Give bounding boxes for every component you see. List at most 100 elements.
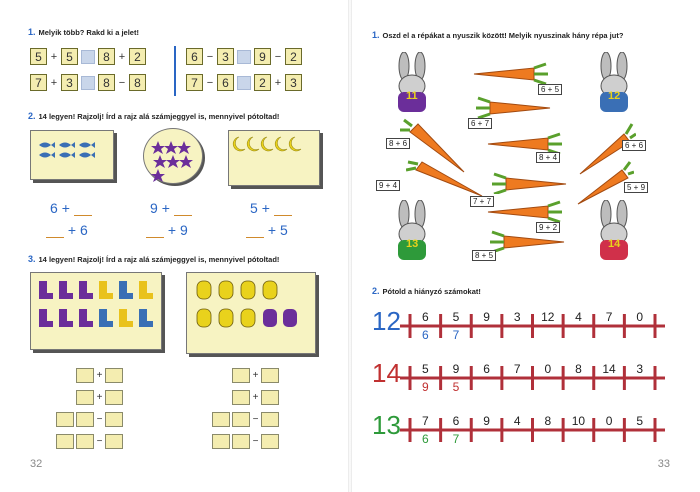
equation-bottom-2: + 9	[146, 222, 188, 238]
page-number-left: 32	[30, 458, 43, 470]
drawing-box-socks[interactable]	[30, 272, 162, 350]
carrot-tag: 8 + 6	[386, 138, 411, 149]
top-value: 3	[636, 362, 644, 376]
answer-blank[interactable]	[46, 226, 64, 238]
compare-row-1: 5 + 5 8 + 2	[30, 48, 146, 65]
rabbit-icon	[398, 52, 426, 112]
vertical-divider	[174, 46, 176, 96]
eq-operator: +	[267, 222, 277, 238]
carrot-icon	[473, 62, 548, 84]
answer-box[interactable]	[76, 368, 94, 383]
right-page: 1.Oszd el a répákat a nyuszik között! Me…	[350, 0, 700, 492]
operator: +	[118, 50, 126, 63]
drawing-box-moons[interactable]	[228, 130, 320, 186]
page-number-right: 33	[657, 458, 670, 470]
operator: −	[252, 436, 259, 447]
number-box: 8	[98, 74, 115, 91]
answer-box[interactable]	[76, 412, 94, 427]
operator: +	[96, 392, 103, 403]
top-value: 5	[421, 362, 429, 376]
answer-box[interactable]	[105, 434, 123, 449]
solved-value: 6	[421, 432, 429, 446]
answer-box[interactable]	[81, 49, 95, 64]
glove-icons	[196, 280, 297, 328]
number-box: 2	[285, 48, 302, 65]
answer-box[interactable]	[232, 412, 250, 427]
rabbit-number-2: 12	[608, 90, 621, 102]
rabbit-icon	[600, 52, 628, 112]
answer-box[interactable]	[212, 412, 230, 427]
answer-box[interactable]	[105, 412, 123, 427]
answer-box[interactable]	[261, 368, 279, 383]
top-value: 7	[605, 310, 613, 324]
answer-blank[interactable]	[173, 204, 192, 216]
eq-operator: +	[167, 222, 177, 238]
carrot-tag: 6 + 5	[538, 84, 563, 95]
answer-box[interactable]	[76, 390, 94, 405]
drawing-box-fish[interactable]	[30, 130, 114, 180]
eq-number: 6	[50, 200, 58, 216]
answer-box[interactable]	[56, 412, 74, 427]
right-task1-title: 1.Oszd el a répákat a nyuszik között! Me…	[372, 30, 623, 40]
task-text: 14 legyen! Rajzolj! Írd a rajz alá számj…	[38, 112, 280, 121]
number-box: 7	[30, 74, 47, 91]
number-box: 6	[186, 48, 203, 65]
number-box: 2	[129, 48, 146, 65]
task3-title: 3.14 legyen! Rajzolj! Írd a rajz alá szá…	[28, 254, 279, 264]
rabbit-number-4: 14	[608, 238, 621, 250]
number-box: 2	[254, 74, 271, 91]
answer-box[interactable]	[261, 390, 279, 405]
answer-box[interactable]	[212, 434, 230, 449]
top-value: 8	[575, 362, 582, 376]
top-value: 4	[513, 414, 521, 428]
equation-top-2: 9 +	[150, 200, 192, 216]
answer-box[interactable]	[81, 75, 95, 90]
answer-blank[interactable]	[73, 204, 92, 216]
answer-box[interactable]	[232, 390, 250, 405]
answer-blank[interactable]	[246, 226, 264, 238]
number-box: 3	[61, 74, 78, 91]
drawing-box-gloves[interactable]	[186, 272, 316, 354]
fish-icons	[39, 142, 95, 158]
answer-box[interactable]	[105, 368, 123, 383]
carrot-icon	[487, 200, 562, 222]
compare-row-1b: 6 − 3 9 − 2	[186, 48, 302, 65]
drawing-circle-stars[interactable]	[143, 128, 203, 184]
task-number: 1.	[372, 30, 380, 40]
top-value: 3	[513, 310, 521, 324]
carrot-icon	[490, 230, 565, 252]
answer-box[interactable]	[237, 49, 251, 64]
answer-box[interactable]	[105, 390, 123, 405]
answer-box[interactable]	[261, 412, 279, 427]
carrot-tag: 6 + 7	[468, 118, 493, 129]
top-value: 9	[483, 414, 490, 428]
task2-title: 2.14 legyen! Rajzolj! Írd a rajz alá szá…	[28, 111, 279, 121]
answer-box[interactable]	[261, 434, 279, 449]
answer-box[interactable]	[237, 75, 251, 90]
eq-number: 6	[79, 222, 88, 238]
eq-number: 9	[150, 200, 158, 216]
answer-box[interactable]	[56, 434, 74, 449]
operator: −	[96, 436, 103, 447]
solved-value: 7	[452, 432, 460, 446]
carrot-tag: 9 + 4	[376, 180, 401, 191]
answer-blank[interactable]	[146, 226, 164, 238]
top-value: 7	[513, 362, 521, 376]
task-number: 1.	[28, 27, 36, 37]
solved-value: 6	[421, 328, 429, 342]
eq-operator: +	[67, 222, 77, 238]
answer-box[interactable]	[76, 434, 94, 449]
operator: +	[50, 50, 58, 63]
rabbit-number-3: 13	[406, 238, 419, 250]
answer-box[interactable]	[232, 368, 250, 383]
top-value: 0	[636, 310, 644, 324]
answer-box[interactable]	[232, 434, 250, 449]
target-number: 12	[372, 306, 401, 336]
right-task2-title: 2.Pótold a hiányzó számokat!	[372, 286, 481, 296]
solved-value: 9	[421, 380, 429, 394]
carrot-tag: 5 + 9	[624, 182, 649, 193]
carrot-tag: 9 + 2	[536, 222, 561, 233]
star-icons	[151, 141, 193, 182]
operator: −	[206, 76, 214, 89]
answer-blank[interactable]	[273, 204, 292, 216]
